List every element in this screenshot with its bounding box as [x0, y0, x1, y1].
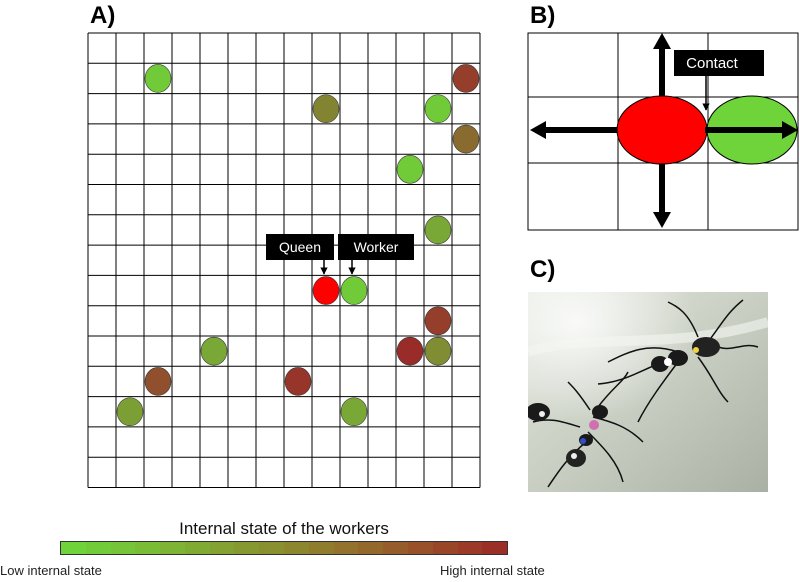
scale-step	[308, 542, 334, 554]
worker-ant	[424, 306, 452, 336]
scale-step	[432, 542, 458, 554]
worker-ant	[312, 94, 340, 124]
worker-callout: Worker	[338, 234, 414, 275]
internal-state-color-scale	[60, 541, 508, 555]
panel-b-label: B)	[530, 2, 556, 29]
scale-step	[61, 542, 86, 554]
panel-a-label: A)	[90, 2, 116, 29]
worker-ant	[284, 367, 312, 396]
worker-ant	[340, 276, 368, 305]
scale-high-label: High internal state	[440, 563, 545, 578]
scale-step	[135, 542, 161, 554]
scale-low-label: Low internal state	[0, 563, 102, 578]
ant-photo	[528, 292, 768, 492]
scale-step	[160, 542, 185, 554]
scale-step	[457, 542, 483, 554]
scale-step	[358, 542, 384, 554]
scale-step	[209, 542, 235, 554]
panel-b-diagram: Contact	[527, 32, 799, 231]
worker-ant	[396, 336, 424, 366]
worker-ant	[452, 64, 480, 93]
contact-label: Contact	[686, 55, 739, 72]
worker-ant	[200, 336, 228, 366]
worker-ant	[424, 94, 452, 124]
scale-step	[184, 542, 210, 554]
worker-ant	[424, 336, 452, 366]
scale-step	[284, 542, 309, 554]
scale-step	[234, 542, 260, 554]
scale-step	[110, 542, 136, 554]
worker-ant	[424, 215, 452, 245]
scale-step	[333, 542, 359, 554]
panel-a-ants	[116, 64, 480, 427]
movement-arrows	[530, 33, 671, 228]
worker-ant	[144, 64, 172, 93]
scale-step	[407, 542, 433, 554]
worker-ant	[452, 124, 480, 154]
queen-ellipse	[616, 95, 708, 165]
worker-ant	[396, 155, 424, 184]
scale-step	[482, 542, 508, 554]
scale-title: Internal state of the workers	[179, 519, 389, 538]
scale-step	[383, 542, 408, 554]
panel-a-grid	[87, 32, 481, 488]
queen-label: Queen	[279, 239, 321, 255]
worker-ant	[144, 367, 172, 396]
scale-step	[259, 542, 285, 554]
queen-ant	[312, 276, 340, 305]
queen-callout: Queen	[266, 234, 334, 275]
scale-step	[85, 542, 111, 554]
worker-ant	[116, 397, 144, 427]
worker-label: Worker	[354, 239, 399, 255]
worker-ant	[340, 397, 368, 427]
panel-c-label: C)	[530, 256, 556, 283]
